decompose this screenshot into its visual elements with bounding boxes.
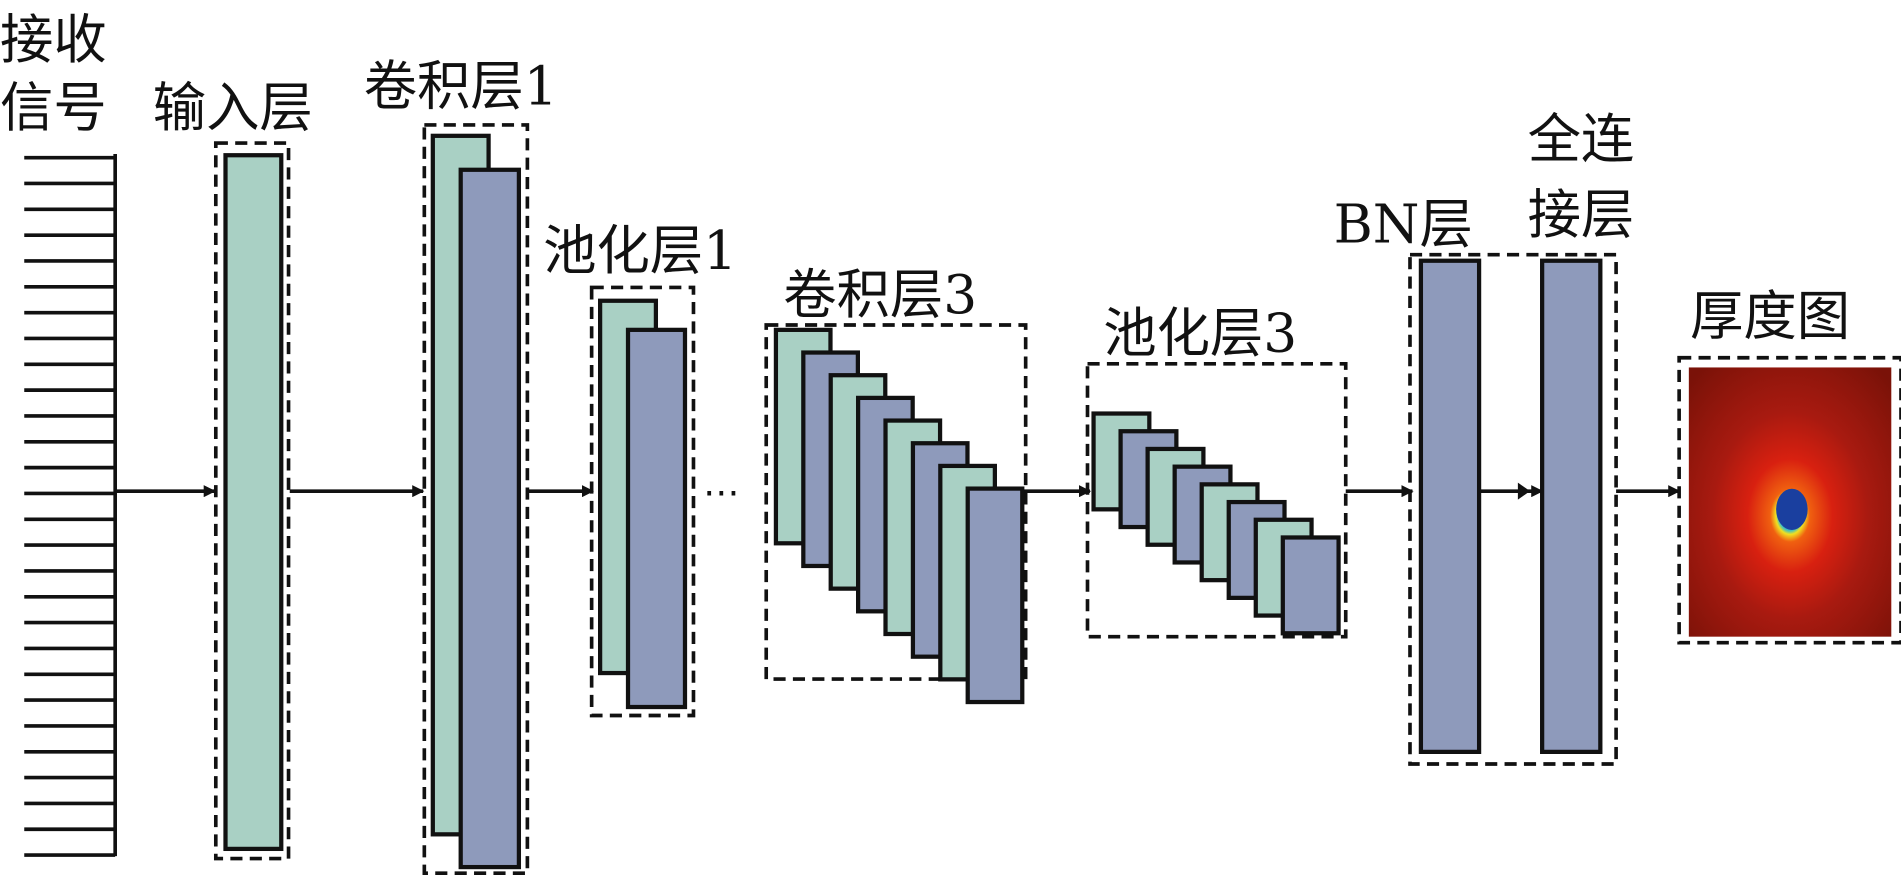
pool1-box (589, 285, 696, 718)
pool1-map-blue (625, 327, 688, 710)
label-pool3: 池化层3 (1103, 302, 1297, 365)
bn-layer-map (1418, 258, 1482, 755)
label-thickness-map: 厚度图 (1690, 285, 1850, 348)
conv3-box (764, 323, 1028, 681)
label-received-signal-1: 接收 (0, 8, 107, 71)
arrow-double-head (1517, 482, 1531, 500)
label-fc-2: 接层 (1528, 183, 1635, 246)
label-bn: BN层 (1334, 193, 1473, 256)
pool3-map-blue (1280, 535, 1341, 636)
input-layer-map (223, 153, 284, 852)
conv3-maps (773, 327, 1025, 705)
conv3-map-blue (965, 486, 1025, 705)
conv1-map-blue (458, 167, 522, 870)
label-conv1: 卷积层1 (364, 54, 558, 117)
label-conv3: 卷积层3 (783, 263, 977, 326)
thickness-map-core (1776, 488, 1808, 530)
bn-fc-box (1408, 252, 1618, 766)
conv1-box (422, 123, 530, 875)
fc-layer-map (1540, 258, 1603, 755)
pool3-box (1085, 361, 1348, 639)
label-fc-1: 全连 (1528, 108, 1635, 171)
pool3-maps (1091, 411, 1341, 636)
label-pool1: 池化层1 (543, 219, 737, 282)
label-input-layer: 输入层 (153, 76, 313, 139)
received-signal-comb (24, 154, 117, 857)
input-layer-box (213, 141, 291, 861)
ellipsis: ⋯ (703, 470, 739, 513)
label-received-signal-2: 信号 (0, 76, 107, 139)
arrows: ⋯ (115, 470, 1681, 513)
